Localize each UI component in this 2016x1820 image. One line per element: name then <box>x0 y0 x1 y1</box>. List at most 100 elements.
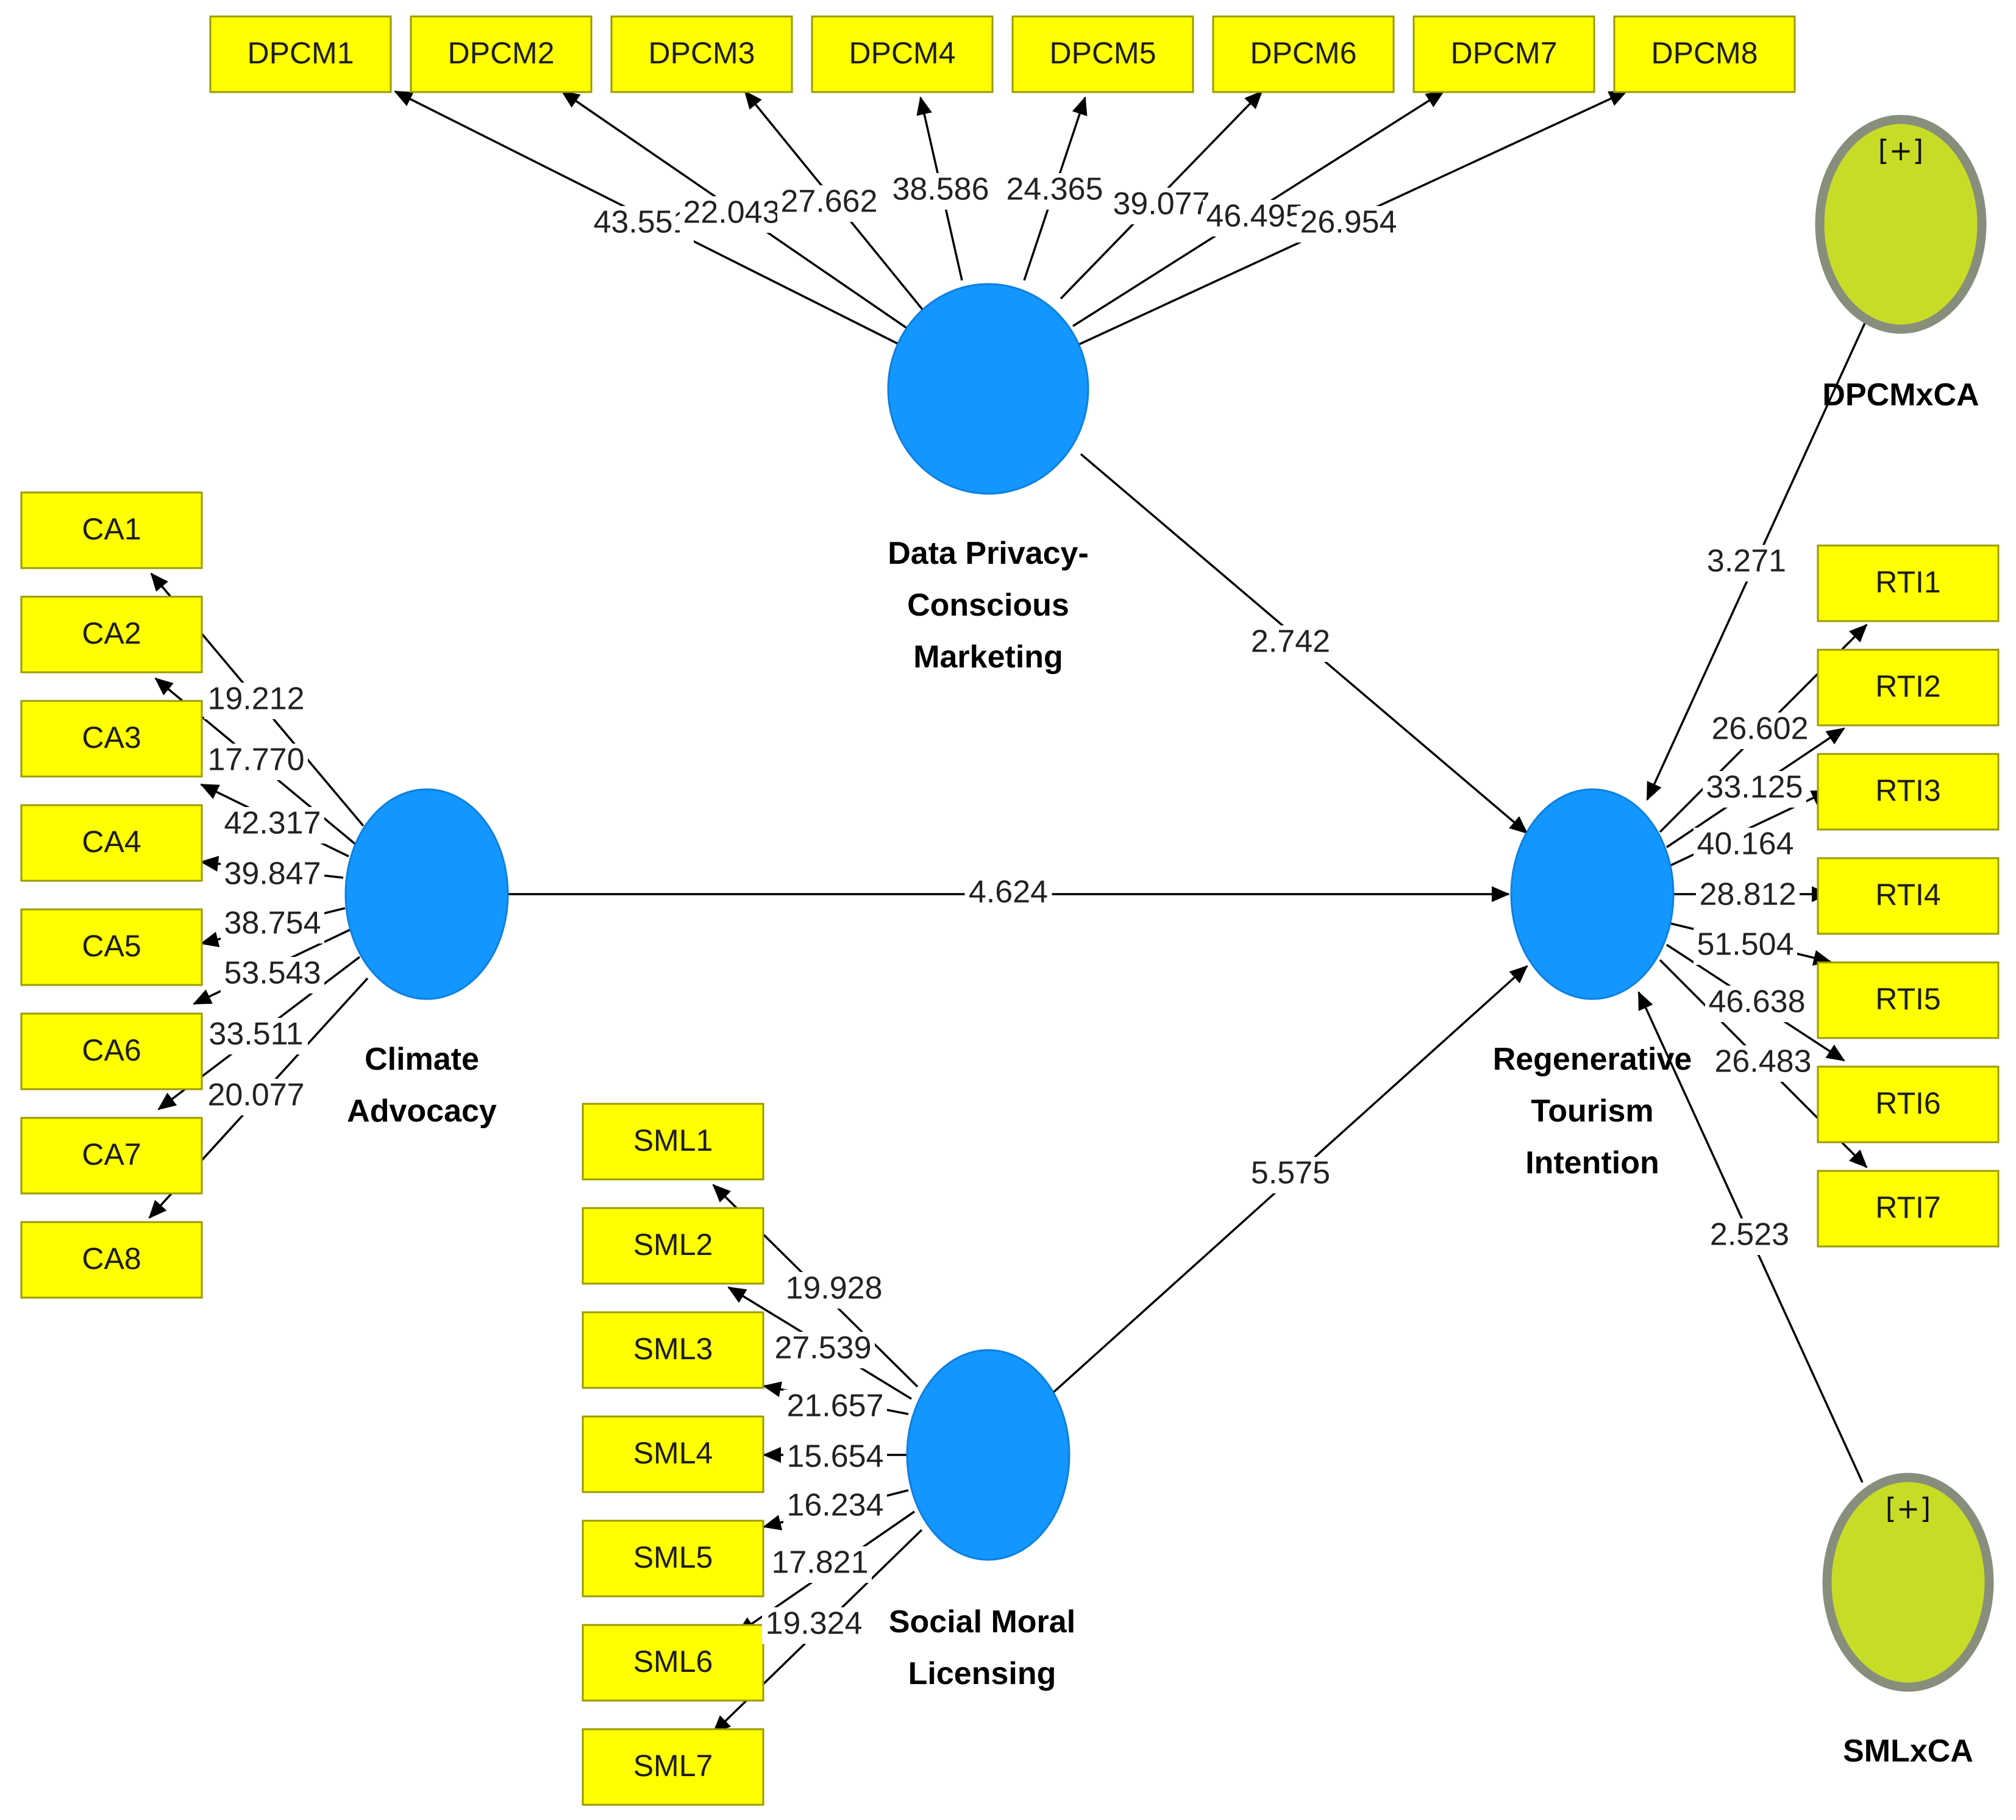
latent-name-line: Social Moral <box>889 1604 1075 1640</box>
loading-value-sml2-group: 27.539 <box>771 1331 875 1368</box>
indicator-rti5[interactable]: RTI5 <box>1817 961 2000 1039</box>
expand-icon[interactable]: [+] <box>1886 1492 1931 1525</box>
indicator-sml6[interactable]: SML6 <box>582 1624 764 1702</box>
indicator-sml4[interactable]: SML4 <box>582 1415 764 1493</box>
indicator-dpcm5[interactable]: DPCM5 <box>1011 15 1194 93</box>
loading-value-sml1-bg <box>782 1272 886 1309</box>
loading-value-sml3: 21.657 <box>786 1388 883 1424</box>
indicator-box <box>1817 1065 2000 1143</box>
indicator-dpcm8[interactable]: DPCM8 <box>1613 15 1796 93</box>
indicator-box <box>1412 15 1595 93</box>
indicator-label: SML4 <box>633 1436 713 1470</box>
indicator-ca6[interactable]: CA6 <box>20 1012 203 1090</box>
indicator-box <box>20 804 203 882</box>
loading-value-dpcm5-bg <box>1003 173 1106 210</box>
path-coefficient-sml: 5.575 <box>1251 1156 1330 1191</box>
loading-value-ca5: 38.754 <box>224 906 321 941</box>
loading-value-dpcm8-bg <box>1297 206 1400 243</box>
indicator-box <box>610 15 793 93</box>
indicator-box <box>20 1117 203 1195</box>
loading-value-ca2: 17.770 <box>207 742 304 778</box>
loading-value-dpcm7-bg <box>1203 200 1306 236</box>
moderator-dpcmxca[interactable]: [+] <box>1815 115 1987 334</box>
indicator-label: SML7 <box>633 1749 713 1783</box>
loading-value-ca4-bg <box>221 858 324 894</box>
loading-value-dpcm8: 26.954 <box>1300 205 1397 240</box>
latent-circle <box>1510 788 1675 1000</box>
indicator-dpcm2[interactable]: DPCM2 <box>410 15 593 93</box>
latent-name-line: Intention <box>1525 1145 1659 1181</box>
indicator-ca2[interactable]: CA2 <box>20 595 203 674</box>
moderator-circle <box>1815 115 1987 334</box>
indicator-dpcm7[interactable]: DPCM7 <box>1412 15 1595 93</box>
loading-value-rti1-group: 26.602 <box>1708 711 1812 749</box>
indicator-dpcm4[interactable]: DPCM4 <box>811 15 994 93</box>
loading-value-ca7-group: 33.511 <box>204 1017 308 1054</box>
latent-name-line: Data Privacy- <box>888 536 1089 571</box>
latent-name-line: Regenerative <box>1493 1042 1692 1077</box>
loading-value-ca2-bg <box>204 744 308 780</box>
indicator-box <box>1817 544 2000 622</box>
indicator-ca3[interactable]: CA3 <box>20 700 203 778</box>
latent-dpcm[interactable] <box>887 283 1089 495</box>
path-coefficient-ca-group: 4.624 <box>964 875 1052 912</box>
indicator-dpcm1[interactable]: DPCM1 <box>209 15 392 93</box>
indicator-label: CA7 <box>82 1137 141 1171</box>
loading-value-rti3-bg <box>1694 828 1797 864</box>
moderator-smlxca[interactable]: [+] <box>1822 1473 1994 1692</box>
indicator-label: SML1 <box>633 1123 713 1157</box>
indicator-box <box>1817 753 2000 831</box>
indicator-ca8[interactable]: CA8 <box>20 1221 203 1299</box>
loading-value-dpcm3: 27.662 <box>780 184 877 219</box>
indicator-ca5[interactable]: CA5 <box>20 908 203 986</box>
indicator-label: RTI4 <box>1875 878 1940 912</box>
indicator-sml3[interactable]: SML3 <box>582 1311 764 1389</box>
path-coefficient-smlxca-bg <box>1706 1218 1793 1255</box>
indicator-dpcm3[interactable]: DPCM3 <box>610 15 793 93</box>
path-coefficient-sml-bg <box>1247 1157 1334 1193</box>
loading-value-sml4-bg <box>783 1440 887 1477</box>
indicator-label: CA4 <box>82 825 141 859</box>
indicator-ca4[interactable]: CA4 <box>20 804 203 882</box>
expand-icon[interactable]: [+] <box>1878 134 1923 167</box>
loading-value-ca7: 33.511 <box>208 1017 303 1052</box>
indicator-box <box>1817 649 2000 727</box>
loading-value-sml7-bg <box>762 1607 866 1644</box>
loading-value-sml6-group: 17.821 <box>768 1545 872 1583</box>
indicator-dpcm6[interactable]: DPCM6 <box>1212 15 1395 93</box>
latent-ca[interactable] <box>344 788 509 1000</box>
indicator-sml5[interactable]: SML5 <box>582 1520 764 1598</box>
indicator-ca7[interactable]: CA7 <box>20 1117 203 1195</box>
indicator-sml7[interactable]: SML7 <box>582 1728 764 1806</box>
latent-rti[interactable] <box>1510 788 1675 1000</box>
loading-value-ca3-bg <box>221 807 324 844</box>
path-coefficient-dpcmxca: 3.271 <box>1707 544 1786 579</box>
loading-value-ca5-group: 38.754 <box>221 906 324 944</box>
loading-value-ca5-bg <box>221 907 324 944</box>
indicator-rti1[interactable]: RTI1 <box>1817 544 2000 622</box>
loading-value-sml3-bg <box>783 1390 887 1426</box>
indicator-rti3[interactable]: RTI3 <box>1817 753 2000 831</box>
indicator-ca1[interactable]: CA1 <box>20 491 203 569</box>
loading-value-rti7-group: 26.483 <box>1711 1044 1815 1082</box>
loading-value-rti6: 46.638 <box>1708 984 1805 1020</box>
indicator-sml1[interactable]: SML1 <box>582 1103 764 1181</box>
indicator-label: DPCM8 <box>1651 36 1758 70</box>
indicator-box <box>582 1624 764 1702</box>
loading-value-dpcm1-group: 43.551 <box>590 205 694 243</box>
indicator-rti4[interactable]: RTI4 <box>1817 857 2000 935</box>
loading-value-sml4: 15.654 <box>786 1439 883 1474</box>
indicator-rti6[interactable]: RTI6 <box>1817 1065 2000 1143</box>
indicator-label: DPCM2 <box>447 36 554 70</box>
moderator-circle <box>1822 1473 1994 1692</box>
latent-sml[interactable] <box>906 1349 1070 1561</box>
indicator-box <box>582 1520 764 1598</box>
loading-value-dpcm6-bg <box>1110 188 1213 224</box>
indicator-rti7[interactable]: RTI7 <box>1817 1170 2000 1248</box>
indicator-label: CA8 <box>82 1242 141 1276</box>
indicator-label: SML3 <box>633 1332 713 1366</box>
loading-value-ca8: 20.077 <box>207 1078 304 1113</box>
loading-value-sml3-group: 21.657 <box>783 1388 887 1426</box>
indicator-sml2[interactable]: SML2 <box>582 1207 764 1285</box>
indicator-rti2[interactable]: RTI2 <box>1817 649 2000 727</box>
